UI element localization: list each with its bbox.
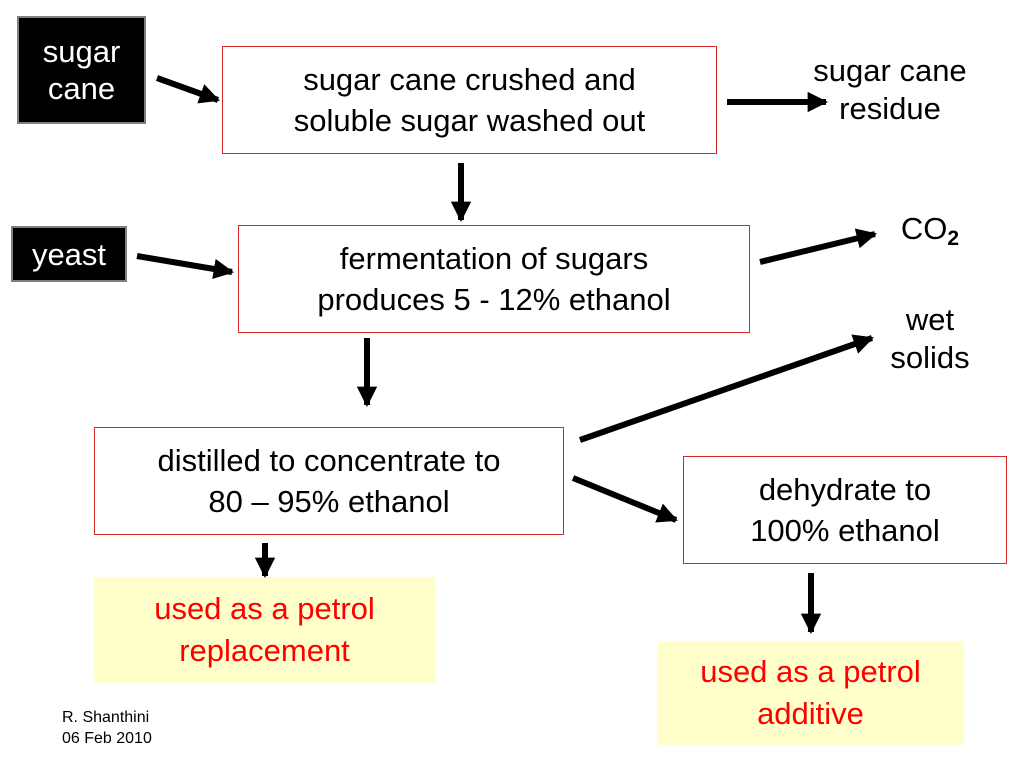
arrow-distillation-to-wet-solids [579,334,874,443]
sugar-cane-label-line-2: cane [47,71,116,106]
sugar-cane-input-box: sugar cane [17,16,146,124]
footer-author: R. Shanthini [62,709,150,726]
fermentation-process-box: fermentation of sugars produces 5 - 12% … [238,225,750,333]
fermentation-text-line-2: produces 5 - 12% ethanol [317,282,671,317]
arrow-sugar-cane-to-crush [155,75,220,104]
crush-text-line-2: soluble sugar washed out [293,103,646,138]
distillation-text-line-2: 80 – 95% ethanol [208,484,450,519]
distillation-process-box: distilled to concentrate to 80 – 95% eth… [94,427,564,535]
co2-subscript: 2 [947,227,960,250]
footer: R. Shanthini 06 Feb 2010 [62,707,152,749]
petrol-replacement-box: used as a petrol replacement [94,577,435,683]
fermentation-text-line-1: fermentation of sugars [339,241,649,276]
footer-date: 06 Feb 2010 [62,730,152,747]
residue-text-line-2: residue [839,91,941,126]
wet-solids-text-line-2: solids [890,340,970,375]
co2-text: CO [900,211,948,246]
residue-text-line-1: sugar cane [813,53,967,88]
crush-process-box: sugar cane crushed and soluble sugar was… [222,46,717,154]
wet-solids-label: wet solids [865,301,995,377]
arrow-distillation-to-dehydration [571,475,678,523]
additive-text-line-2: additive [757,696,864,731]
yeast-input-box: yeast [11,226,127,282]
dehydration-process-box: dehydrate to 100% ethanol [683,456,1007,564]
arrow-fermentation-to-co2 [759,228,877,265]
dehydration-text-line-1: dehydrate to [758,472,932,507]
co2-label: CO2 [880,210,980,258]
yeast-label: yeast [31,236,107,272]
replacement-text-line-2: replacement [179,633,350,668]
arrow-yeast-to-fermentation [136,253,235,280]
crush-text-line-1: sugar cane crushed and [303,62,636,97]
petrol-additive-box: used as a petrol additive [657,641,964,745]
dehydration-text-line-2: 100% ethanol [750,513,940,548]
replacement-text-line-1: used as a petrol [154,591,375,626]
sugar-cane-label-line-1: sugar [42,34,121,69]
distillation-text-line-1: distilled to concentrate to [157,443,501,478]
sugar-cane-residue-label: sugar cane residue [800,52,980,128]
wet-solids-text-line-1: wet [905,302,955,337]
additive-text-line-1: used as a petrol [700,654,921,689]
